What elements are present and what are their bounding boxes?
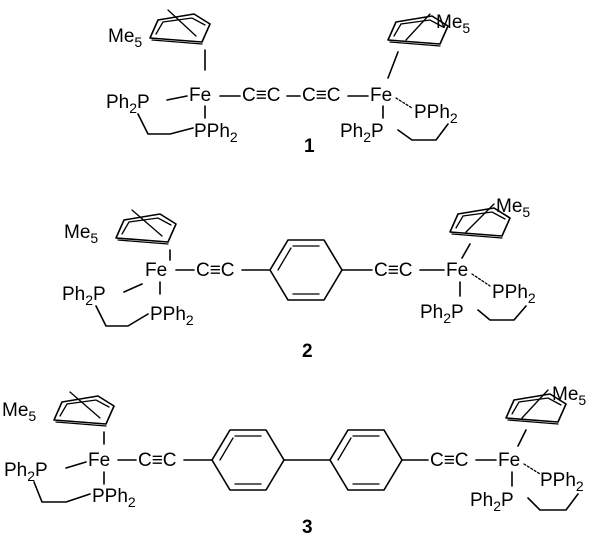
fe-right-1: Fe — [370, 85, 392, 106]
pph2-label-right-3: PPh2 — [540, 470, 584, 494]
pph2-label-right-2: PPh2 — [492, 282, 536, 306]
benzene-ring-3b — [329, 429, 403, 491]
me5-label-right-2: Me5 — [496, 196, 530, 220]
fe-left-1: Fe — [189, 85, 211, 106]
me5-label-right-3: Me5 — [552, 384, 586, 408]
alkyne-3b-label: C≡C — [430, 450, 469, 471]
cp-ring-left-1 — [149, 13, 211, 45]
benzene-ring-2 — [269, 239, 343, 301]
compound-3-structure: Me5 Ph2P Fe PPh2 C≡C C≡C Me5 Fe PPh2 Ph2… — [2, 384, 586, 536]
pph2-label-left-2: PPh2 — [150, 304, 194, 328]
pph2-label-left-3: PPh2 — [92, 486, 136, 510]
me5-label-left-1: Me5 — [108, 26, 142, 50]
alkyne-1a-label: C≡C — [242, 85, 281, 106]
compound-1-number: 1 — [304, 136, 315, 157]
alkyne-2a-label: C≡C — [196, 260, 235, 281]
fe-left-2: Fe — [145, 260, 167, 281]
alkyne-1b-label: C≡C — [302, 85, 341, 106]
ph2p-label-left-3: Ph2P — [4, 460, 48, 484]
compound-2-structure: Me5 Ph2P Fe PPh2 C≡C C≡C Me5 Fe PPh2 Ph2… — [62, 196, 536, 362]
alkyne-2b-label: C≡C — [374, 260, 413, 281]
fe-right-2: Fe — [446, 260, 468, 281]
me5-label-left-3: Me5 — [2, 400, 36, 424]
ph2p-label-left-1: Ph2P — [106, 92, 150, 116]
cp-ring-left-2 — [115, 213, 177, 245]
compound-3-number: 3 — [302, 517, 313, 536]
ph2p-label-left-2: Ph2P — [62, 284, 106, 308]
ph2p-label-right-1: Ph2P — [340, 121, 384, 145]
compound-2-number: 2 — [302, 341, 313, 362]
pph2-label-left-1: PPh2 — [194, 121, 238, 145]
ph2p-label-right-3: Ph2P — [470, 490, 514, 514]
alkyne-3a-label: C≡C — [138, 450, 177, 471]
me5-label-right-1: Me5 — [436, 12, 470, 36]
fe-left-3: Fe — [88, 450, 110, 471]
benzene-ring-3a — [211, 429, 285, 491]
cp-ring-left-3 — [53, 395, 115, 427]
pph2-label-right-1: PPh2 — [414, 102, 458, 126]
me5-label-left-2: Me5 — [64, 222, 98, 246]
compound-1-structure: Me5 Ph2P Fe PPh2 C≡C C≡C Me5 Fe PPh2 Ph2… — [106, 9, 470, 157]
fe-right-3: Fe — [498, 450, 520, 471]
ph2p-label-right-2: Ph2P — [420, 302, 464, 326]
